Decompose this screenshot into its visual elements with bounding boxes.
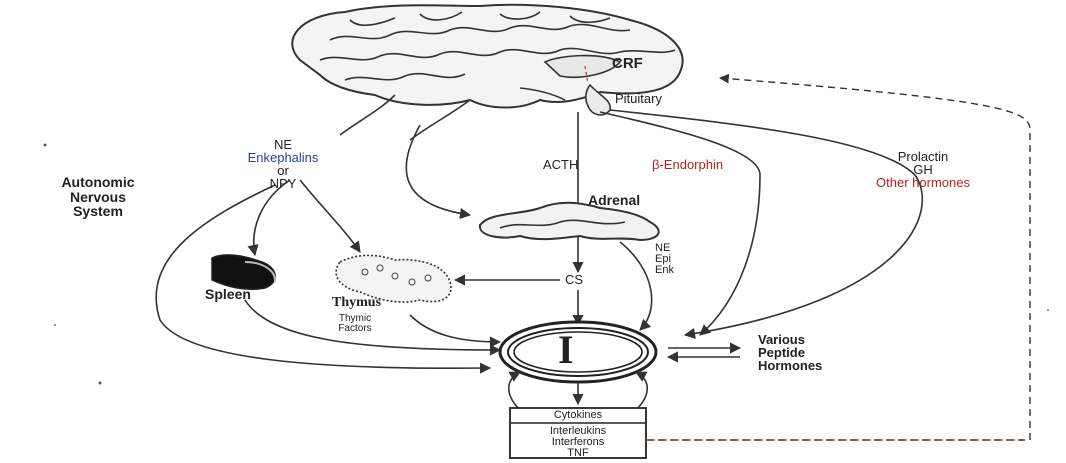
spleen-illustration	[212, 255, 275, 289]
immune-system-node	[500, 322, 656, 382]
adrenal-label: Adrenal	[588, 193, 640, 207]
ans-transmitters: NE Enkephalins or NPY	[228, 138, 338, 190]
crf-label: CRF	[612, 56, 643, 71]
ans-title: Autonomic Nervous System	[28, 175, 168, 219]
thymus-label: Thymus	[332, 296, 381, 310]
endorphin-label: β-Endorphin	[652, 158, 723, 171]
thymic-to-i-arrow	[410, 315, 500, 342]
adrenal-gland	[480, 203, 659, 240]
cytokines-to-i-arrow-left	[509, 372, 520, 410]
thymic-factors-label: Thymic Factors	[325, 314, 385, 334]
prolactin-arrow	[610, 110, 922, 335]
acth-label: ACTH	[543, 158, 578, 171]
tnf-label: TNF	[510, 448, 646, 459]
brain-to-adrenal-arrow	[406, 125, 470, 215]
spleen-label: Spleen	[205, 287, 251, 301]
other-hormones: Prolactin GH Other hormones	[818, 150, 1028, 189]
adrenal-secretions: NE Epi Enk	[655, 243, 674, 276]
ans-to-spleen-arrow	[254, 180, 290, 255]
cytokines-to-i-arrow-right	[636, 372, 647, 410]
cytokine-feedback-arrow	[646, 78, 1030, 440]
cs-label: CS	[565, 273, 583, 286]
cytokines-title: Cytokines	[510, 410, 646, 421]
npy-label: NPY	[228, 177, 338, 190]
brain-illustration	[292, 5, 682, 140]
ans-title-line3: System	[28, 204, 168, 219]
adrenal-enk-label: Enk	[655, 265, 674, 276]
cytokines-list: Interleukins Interferons TNF	[510, 426, 646, 459]
adrenal-to-i-arrow	[620, 242, 652, 330]
pituitary-label: Pituitary	[615, 92, 662, 105]
thymic-line2: Factors	[325, 324, 385, 334]
other-hormones-label: Other hormones	[818, 176, 1028, 189]
ans-title-line2: Nervous	[28, 190, 168, 205]
peptides-line3: Hormones	[758, 359, 822, 372]
ans-to-thymus-arrow	[300, 180, 360, 252]
peptide-hormones-label: Various Peptide Hormones	[758, 333, 822, 372]
immune-symbol: I	[558, 330, 574, 370]
ans-title-line1: Autonomic	[28, 175, 168, 190]
